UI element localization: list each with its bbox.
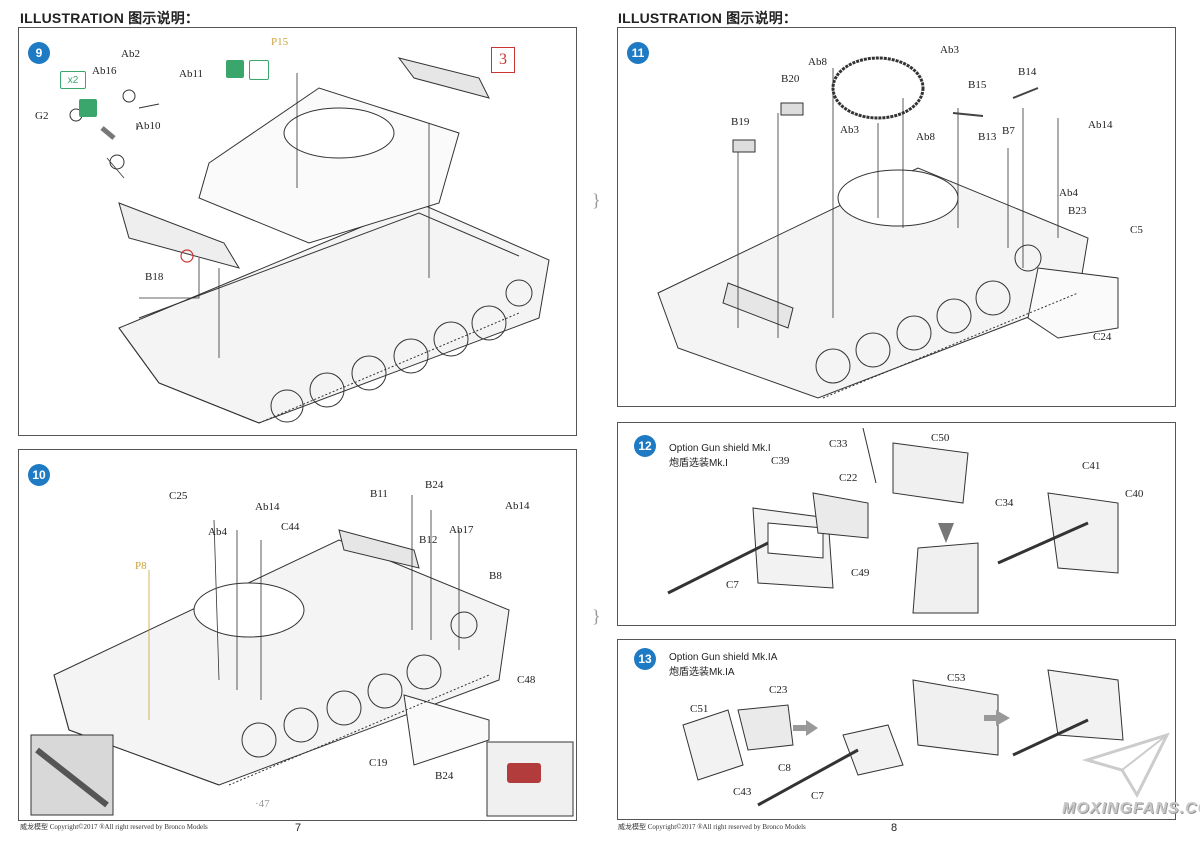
part-b14: B14 — [1018, 66, 1037, 78]
binding-mark-bottom: } — [592, 606, 601, 626]
step-12-title: Option Gun shield Mk.I — [669, 443, 771, 454]
part-c39: C39 — [771, 455, 790, 467]
part-ab14-left: Ab14 — [255, 501, 280, 513]
page-header-left: ILLUSTRATION 图示说明： — [20, 10, 200, 26]
step-13-title-cn: 炮盾选装Mk.IA — [669, 667, 735, 678]
part-c43: C43 — [733, 786, 752, 798]
part-c25: C25 — [169, 490, 188, 502]
part-b24-bottom: B24 — [435, 770, 454, 782]
part-ab4: Ab4 — [208, 526, 227, 538]
part-c34: C34 — [995, 497, 1014, 509]
paper-plane-logo — [1082, 732, 1170, 799]
part-c24: C24 — [1093, 331, 1112, 343]
step-13-title: Option Gun shield Mk.IA — [669, 652, 778, 663]
part-c44: C44 — [281, 521, 300, 533]
step-13-panel: 13 Option Gun shield Mk.IA 炮盾选装Mk.IA C23… — [617, 639, 1176, 820]
step-12-panel: 12 Option Gun shield Mk.I 炮盾选装Mk.I C33 C… — [617, 422, 1176, 626]
step-13-illustration — [682, 669, 1124, 807]
part-ab16: Ab16 — [92, 65, 117, 77]
step-10-badge: 10 — [28, 464, 50, 486]
part-c22: C22 — [839, 472, 858, 484]
multiplier-x2: x2 — [60, 71, 86, 89]
step-12-title-cn: 炮盾选装Mk.I — [669, 458, 728, 469]
part-b20: B20 — [781, 73, 800, 85]
part-b15: B15 — [968, 79, 987, 91]
part-c41: C41 — [1082, 460, 1101, 472]
part-ab10: Ab10 — [136, 120, 161, 132]
part-b24-top: B24 — [425, 479, 444, 491]
part-b7: B7 — [1002, 125, 1015, 137]
step-10-illustration — [30, 495, 574, 817]
footer-copyright-right: 威龙模型 Copyright©2017 ®All right reserved … — [618, 823, 806, 831]
part-c53: C53 — [947, 672, 966, 684]
step-11-panel: 11 Ab8 Ab3 B20 B15 B14 B19 B13 B7 Ab14 A… — [617, 27, 1176, 407]
part-ab17: Ab17 — [449, 524, 474, 536]
part-c7: C7 — [811, 790, 824, 802]
part-g2: G2 — [35, 110, 49, 122]
paint-p8: P8 — [135, 560, 147, 572]
part-c48: C48 — [517, 674, 536, 686]
part-b12: B12 — [419, 534, 438, 546]
part-ab14-right: Ab14 — [505, 500, 530, 512]
part-ab4: Ab4 — [1059, 187, 1078, 199]
part-c33: C33 — [829, 438, 848, 450]
step-13-badge: 13 — [634, 648, 656, 670]
step-11-illustration — [657, 56, 1119, 399]
part-c40: C40 — [1125, 488, 1144, 500]
part-ab2: Ab2 — [121, 48, 140, 60]
part-b13: B13 — [978, 131, 997, 143]
page-header-right: ILLUSTRATION 图示说明： — [618, 10, 798, 26]
part-b8: B8 — [489, 570, 502, 582]
drill-hole-icon — [226, 60, 244, 78]
step-11-badge: 11 — [627, 42, 649, 64]
part-c23: C23 — [769, 684, 788, 696]
paint-icon — [249, 60, 269, 80]
part-c50: C50 — [931, 432, 950, 444]
footer-copyright-left: 威龙模型 Copyright©2017 ®All right reserved … — [20, 823, 208, 831]
part-b11: B11 — [370, 488, 388, 500]
part-b23: B23 — [1068, 205, 1087, 217]
part-ab3-top: Ab3 — [940, 44, 959, 56]
part-ab8-bottom: Ab8 — [916, 131, 935, 143]
part-b18: B18 — [145, 271, 164, 283]
part-ab14: Ab14 — [1088, 119, 1113, 131]
part-c7: C7 — [726, 579, 739, 591]
page-number-left: 7 — [295, 822, 302, 834]
step-9-badge: 9 — [28, 42, 50, 64]
part-b19: B19 — [731, 116, 750, 128]
part-c51: C51 — [690, 703, 709, 715]
cement-icon — [79, 99, 97, 117]
part-ab11: Ab11 — [179, 68, 204, 80]
step-12-illustration — [667, 427, 1119, 614]
step-9-panel: 9 x2 3 Ab2 Ab16 Ab11 Ab10 G2 B18 P15 — [18, 27, 577, 436]
paint-p15: P15 — [271, 36, 289, 48]
page-number-right: 8 — [891, 822, 898, 834]
step-10-panel: 10 C25 Ab14 Ab4 C44 P8 B11 B24 Ab14 Ab17… — [18, 449, 577, 821]
corner-mark: ·47 — [255, 798, 270, 810]
part-c49: C49 — [851, 567, 870, 579]
part-c19: C19 — [369, 757, 388, 769]
part-c8: C8 — [778, 762, 791, 774]
part-ab8-top: Ab8 — [808, 56, 827, 68]
part-c5: C5 — [1130, 224, 1143, 236]
watermark-text: MOXINGFANS.COM — [1062, 800, 1200, 817]
part-ab3-bottom: Ab3 — [840, 124, 859, 136]
step-12-badge: 12 — [634, 435, 656, 457]
step-9-illustration — [69, 57, 550, 424]
alternate-mark: 3 — [491, 47, 515, 73]
binding-mark-top: } — [592, 190, 601, 210]
